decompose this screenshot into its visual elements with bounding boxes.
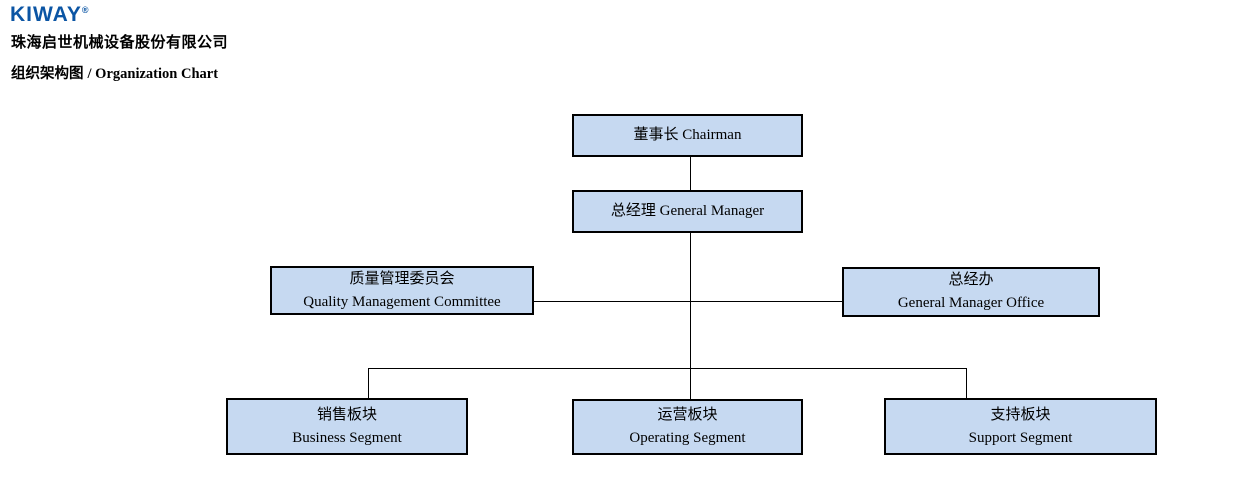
org-node-business-segment: 销售板块 Business Segment: [226, 398, 468, 455]
org-node-general-manager: 总经理 General Manager: [572, 190, 803, 233]
org-node-support-segment-label-zh: 支持板块: [990, 406, 1051, 423]
connector-segments-horizontal: [368, 368, 967, 369]
org-node-quality-committee-label-zh: 质量管理委员会: [349, 270, 455, 287]
org-node-operating-segment-label-en: Operating Segment: [629, 430, 746, 446]
connector-chairman-to-gm: [690, 157, 691, 190]
connector-center-vertical: [690, 233, 691, 399]
company-name: 珠海启世机械设备股份有限公司: [11, 34, 229, 51]
org-node-business-segment-label-en: Business Segment: [292, 429, 402, 446]
org-node-operating-segment: 运营板块 Operating Segment: [572, 399, 803, 455]
org-node-business-segment-label-zh: 销售板块: [316, 406, 377, 423]
connector-committee-office-horizontal: [534, 301, 842, 302]
org-node-quality-committee-label-en: Quality Management Committee: [303, 293, 501, 310]
page-title: 组织架构图 / Organization Chart: [11, 62, 218, 83]
org-node-gm-office-label-en: General Manager Office: [897, 295, 1045, 311]
connector-support-drop: [966, 368, 967, 398]
org-node-general-manager-label: 总经理 General Manager: [610, 203, 765, 219]
logo-text: KIWAY: [10, 3, 82, 26]
org-node-support-segment: 支持板块 Support Segment: [884, 398, 1157, 455]
org-node-quality-committee: 质量管理委员会 Quality Management Committee: [270, 266, 534, 315]
page-title-zh: 组织架构图: [11, 66, 88, 82]
org-node-gm-office: 总经办 General Manager Office: [842, 267, 1100, 317]
registered-trademark-icon: ®: [81, 5, 89, 15]
org-node-support-segment-label-en: Support Segment: [968, 429, 1073, 446]
org-node-gm-office-label-zh: 总经办: [948, 272, 994, 288]
org-node-chairman: 董事长 Chairman: [572, 114, 803, 157]
page-title-en: / Organization Chart: [87, 66, 219, 82]
org-node-chairman-label: 董事长 Chairman: [633, 127, 742, 143]
org-node-operating-segment-label-zh: 运营板块: [657, 407, 718, 423]
company-logo: KIWAY®: [10, 3, 89, 27]
connector-business-drop: [368, 368, 369, 398]
